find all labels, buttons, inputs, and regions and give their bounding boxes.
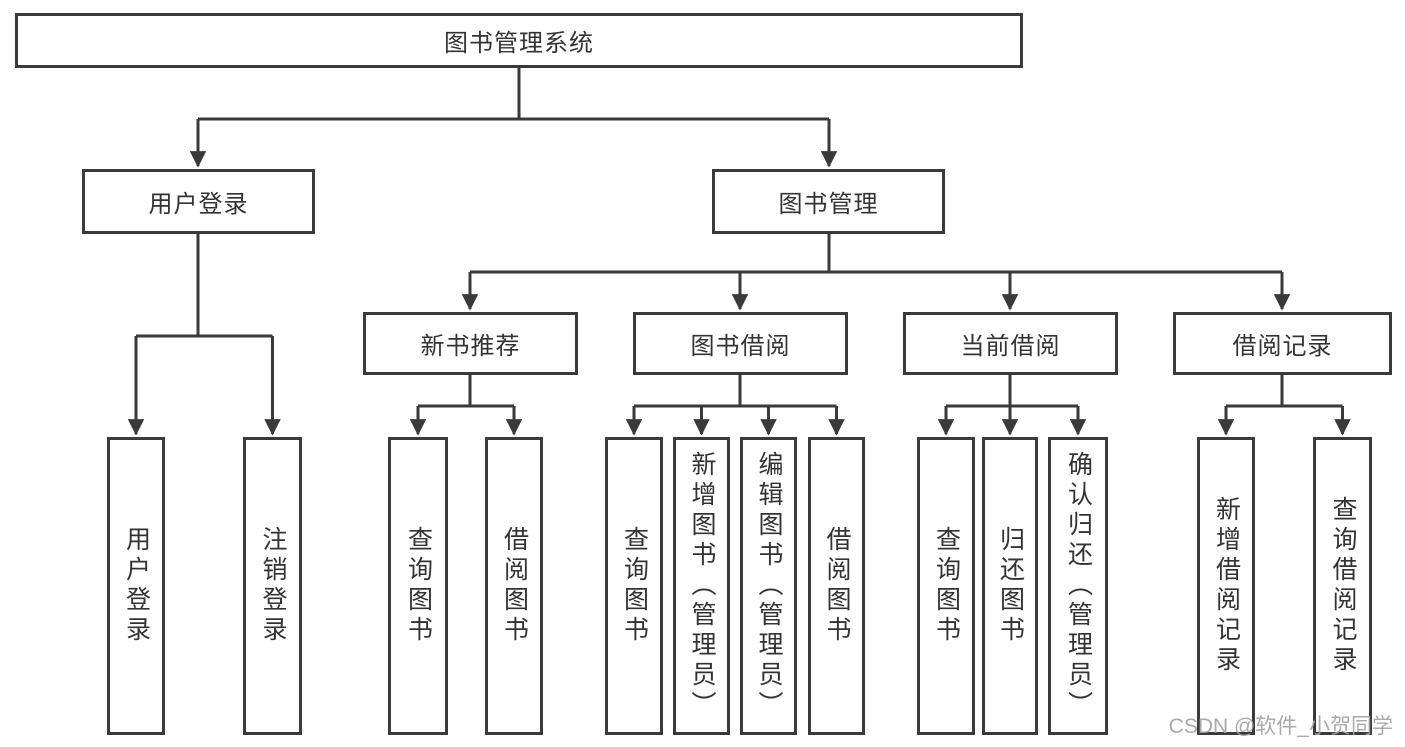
- node-user-login: 用户登录: [82, 169, 315, 234]
- leaf-user-login: 用户登录: [107, 437, 165, 735]
- node-borrow-records: 借阅记录: [1173, 312, 1392, 375]
- node-label: 新书推荐: [420, 333, 521, 360]
- node-new-book-recommend: 新书推荐: [363, 312, 578, 375]
- csdn-watermark: CSDN @软件_小贺同学: [1168, 715, 1393, 738]
- leaf-borrowing-add-book-admin: 新增图书（管理员）: [673, 437, 730, 735]
- node-book-management: 图书管理: [712, 169, 945, 234]
- leaf-logout: 注销登录: [243, 437, 302, 735]
- node-label: 用户登录: [148, 191, 249, 218]
- node-label: 编辑图书（管理员）: [755, 451, 783, 721]
- leaf-borrowing-borrow-book: 借阅图书: [808, 437, 865, 735]
- node-label: 新增借阅记录: [1212, 496, 1241, 676]
- leaf-recommend-borrow-book: 借阅图书: [485, 437, 543, 735]
- node-label: 确认归还（管理员）: [1064, 451, 1093, 721]
- node-label: 图书管理: [778, 191, 879, 218]
- leaf-current-confirm-return-admin: 确认归还（管理员）: [1048, 437, 1108, 735]
- leaf-borrowing-edit-book-admin: 编辑图书（管理员）: [740, 437, 797, 735]
- node-label: 图书借阅: [690, 333, 791, 360]
- leaf-records-query-record: 查询借阅记录: [1313, 437, 1372, 735]
- leaf-records-add-record: 新增借阅记录: [1197, 437, 1255, 735]
- node-label: 归还图书: [996, 526, 1025, 646]
- node-label: 查询借阅记录: [1329, 496, 1357, 676]
- node-label: 查询图书: [404, 526, 433, 646]
- node-label: 借阅图书: [823, 526, 851, 646]
- node-current-borrowing: 当前借阅: [903, 312, 1118, 375]
- node-book-borrowing: 图书借阅: [633, 312, 848, 375]
- node-label: 新增图书（管理员）: [688, 451, 716, 721]
- node-label: 查询图书: [620, 526, 649, 646]
- leaf-current-query-book: 查询图书: [917, 437, 975, 735]
- node-label: 借阅记录: [1232, 333, 1333, 360]
- node-label: 查询图书: [932, 526, 961, 646]
- node-label: 注销登录: [259, 526, 287, 646]
- node-label: 当前借阅: [960, 333, 1061, 360]
- node-label: 图书管理系统: [444, 30, 594, 57]
- node-label: 用户登录: [122, 526, 151, 646]
- leaf-recommend-query-book: 查询图书: [388, 437, 448, 735]
- leaf-current-return-book: 归还图书: [982, 437, 1038, 735]
- node-library-system: 图书管理系统: [15, 13, 1023, 68]
- node-label: 借阅图书: [500, 526, 529, 646]
- leaf-borrowing-query-book: 查询图书: [605, 437, 663, 735]
